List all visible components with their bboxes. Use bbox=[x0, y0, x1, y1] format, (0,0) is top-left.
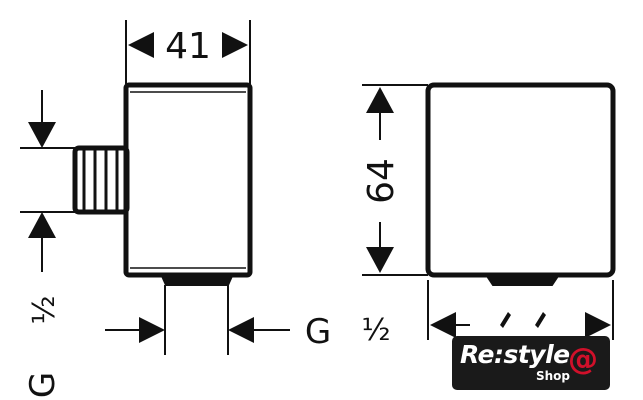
front-view-body bbox=[425, 82, 616, 278]
bottom-thread-size-label: ½ bbox=[361, 313, 390, 348]
logo-brand-text: Re:style bbox=[460, 340, 570, 369]
side-thread-size-label: ½ bbox=[27, 295, 62, 324]
bottom-thread-g-label: G bbox=[305, 312, 331, 352]
logo-cart-at-icon: @ bbox=[568, 342, 598, 377]
front-view-outlet bbox=[485, 275, 560, 286]
width-dimension-label: 41 bbox=[165, 26, 211, 67]
bottom-outlet bbox=[160, 275, 234, 286]
logo-shop-text: Shop bbox=[536, 369, 571, 383]
side-thread-g-label: G bbox=[23, 372, 63, 398]
height-dimension-label: 64 bbox=[361, 158, 402, 204]
dimension-arrows bbox=[28, 32, 611, 343]
side-thread-fitting bbox=[72, 145, 130, 215]
side-view-body bbox=[123, 82, 253, 278]
restyle-shop-logo: Re:style Shop @ bbox=[452, 336, 610, 390]
